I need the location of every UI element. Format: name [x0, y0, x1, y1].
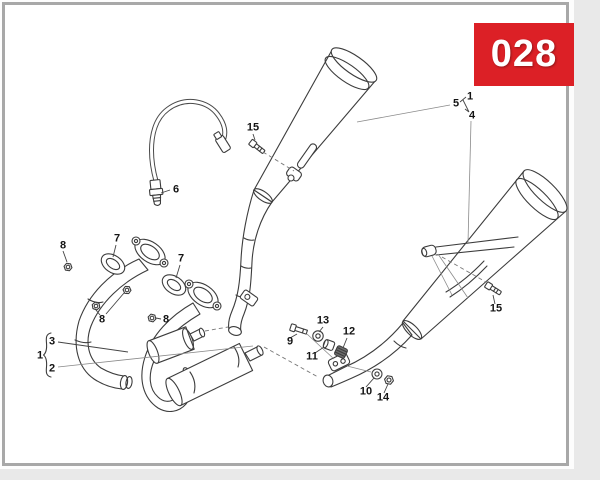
callout-7-a: 7 — [113, 232, 121, 245]
callout-14: 14 — [376, 391, 390, 404]
gasket-rear — [161, 274, 187, 296]
callout-5: 5 — [452, 97, 460, 110]
left-silencer — [228, 47, 378, 336]
page-number: 028 — [490, 33, 558, 75]
silencer-mount-lug — [421, 244, 437, 258]
callout-1-left: 1 — [36, 349, 44, 362]
washer-13 — [312, 330, 324, 342]
bottom-gutter — [0, 469, 600, 480]
screw-15-right — [484, 281, 502, 296]
right-silencer — [322, 169, 568, 388]
nut-8c — [122, 285, 132, 295]
callout-12: 12 — [342, 325, 356, 338]
right-gutter — [574, 0, 600, 480]
nut-8d — [147, 313, 157, 323]
washer-10 — [371, 368, 383, 380]
gasket-front — [100, 253, 126, 275]
callout-8-a: 8 — [59, 239, 67, 252]
assembly-dashed-lines — [204, 151, 487, 378]
callout-4: 4 — [468, 109, 476, 122]
oxygen-sensor — [148, 98, 231, 206]
callout-15-left: 15 — [246, 121, 260, 134]
callout-15-right: 15 — [489, 302, 503, 315]
page-number-badge: 028 — [474, 23, 574, 86]
callout-7-b: 7 — [177, 252, 185, 265]
nut-8a — [63, 262, 73, 272]
header-pipes — [74, 236, 264, 413]
callout-2: 2 — [48, 362, 56, 375]
nut-8b — [91, 301, 101, 311]
callout-13: 13 — [316, 314, 330, 327]
bolt-9 — [289, 323, 308, 335]
callout-8-c: 8 — [162, 313, 170, 326]
callout-11: 11 — [306, 350, 318, 363]
spacer-11 — [322, 339, 336, 351]
callout-9: 9 — [286, 335, 294, 348]
leader-lines — [42, 96, 496, 394]
callout-8-b: 8 — [98, 313, 106, 326]
nut-14 — [384, 375, 394, 385]
callout-10: 10 — [359, 385, 373, 398]
callout-6: 6 — [172, 183, 180, 196]
callout-1-top: 1 — [466, 90, 474, 103]
callout-3: 3 — [48, 335, 56, 348]
